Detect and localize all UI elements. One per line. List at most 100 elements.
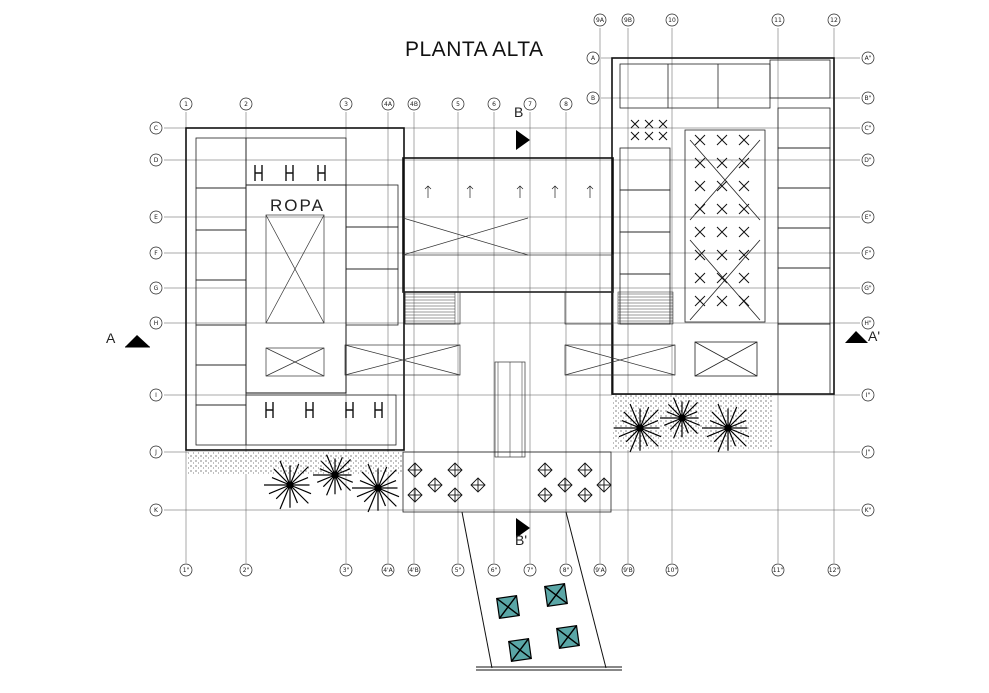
grid-label-top: 7 bbox=[528, 101, 532, 108]
grid-label-bottom: 6" bbox=[491, 567, 498, 574]
grid-label-left: A bbox=[591, 55, 596, 62]
grid-label-right: D" bbox=[864, 157, 872, 164]
grid-bubble-top bbox=[771, 13, 785, 27]
dining-table bbox=[716, 180, 728, 192]
dining-table bbox=[738, 249, 750, 261]
grid-label-top: 6 bbox=[492, 101, 496, 108]
grid-bubble-right bbox=[861, 210, 875, 224]
dining-table bbox=[694, 180, 706, 192]
grid-bubble-left bbox=[149, 503, 163, 517]
grid-label-bottom: 9'B bbox=[623, 567, 633, 574]
plaza-table bbox=[577, 462, 593, 478]
grid-bubble-bottom bbox=[771, 563, 785, 577]
grid-bubble-top bbox=[339, 97, 353, 111]
grid-bubble-left bbox=[149, 388, 163, 402]
plaza-table bbox=[407, 487, 423, 503]
section-mark-b-bottom: B' bbox=[515, 532, 528, 548]
grid-bubble-right bbox=[861, 281, 875, 295]
dining-table bbox=[716, 295, 728, 307]
grid-bubble-bottom bbox=[665, 563, 679, 577]
grid-label-top: 9A bbox=[596, 17, 605, 24]
grid-bubble-top bbox=[179, 97, 193, 111]
grid-label-left: K bbox=[154, 507, 159, 514]
dining-table bbox=[738, 134, 750, 146]
palm-trees bbox=[264, 397, 750, 513]
dining-table bbox=[694, 157, 706, 169]
dining-table bbox=[630, 119, 640, 129]
dining-table bbox=[694, 203, 706, 215]
dining-table bbox=[694, 226, 706, 238]
ropa-room bbox=[265, 214, 325, 377]
grid-bubble-top bbox=[665, 13, 679, 27]
dining-table bbox=[716, 272, 728, 284]
grid-bubble-left bbox=[149, 121, 163, 135]
grid-bubble-top bbox=[559, 97, 573, 111]
grid-bubble-bottom bbox=[621, 563, 635, 577]
grid-label-bottom: 8" bbox=[563, 567, 570, 574]
grid-bubble-left bbox=[149, 281, 163, 295]
grid-bubble-bottom bbox=[827, 563, 841, 577]
dining-table bbox=[738, 203, 750, 215]
planter-box bbox=[544, 583, 568, 607]
grid-bubble-right bbox=[861, 388, 875, 402]
dining-table bbox=[738, 226, 750, 238]
dining-table bbox=[716, 134, 728, 146]
grid-label-left: B bbox=[591, 95, 595, 102]
grid-bubble-top bbox=[451, 97, 465, 111]
grid-bubble-right bbox=[861, 246, 875, 260]
planter-box bbox=[556, 625, 580, 649]
grid-label-bottom: 5" bbox=[455, 567, 462, 574]
grid-label-top: 12 bbox=[830, 17, 838, 24]
grid-bubble-top bbox=[407, 97, 421, 111]
section-markers bbox=[125, 130, 868, 538]
grid-label-top: 9B bbox=[624, 17, 632, 24]
right-wing-rooms bbox=[619, 59, 831, 395]
grid-label-left: C bbox=[154, 125, 158, 132]
dining-table bbox=[716, 226, 728, 238]
grid-label-left: H bbox=[154, 320, 159, 327]
plaza-table bbox=[447, 487, 463, 503]
grid-label-right: A" bbox=[865, 55, 872, 62]
grid-label-bottom: 12" bbox=[829, 567, 840, 574]
grid-bubble-bottom bbox=[179, 563, 193, 577]
grid-bubble-bottom bbox=[339, 563, 353, 577]
plaza-table bbox=[537, 487, 553, 503]
plaza-table bbox=[447, 462, 463, 478]
direction-arrows bbox=[424, 185, 594, 198]
grid-bubble-top bbox=[621, 13, 635, 27]
grid-bubble-right bbox=[861, 121, 875, 135]
grid-label-right: F" bbox=[865, 250, 871, 257]
grid-bubble-right bbox=[861, 503, 875, 517]
grid-label-top: 3 bbox=[344, 101, 348, 108]
plaza-table bbox=[537, 462, 553, 478]
grid-label-bottom: 11" bbox=[773, 567, 784, 574]
plaza-table bbox=[470, 477, 486, 493]
grid-bubble-bottom bbox=[487, 563, 501, 577]
grid-label-left: E bbox=[154, 214, 158, 221]
grid-bubble-top bbox=[827, 13, 841, 27]
grid-bubble-top bbox=[487, 97, 501, 111]
grid-label-right: H" bbox=[864, 320, 872, 327]
grid-label-bottom: 3" bbox=[343, 567, 350, 574]
grid-label-left: F bbox=[154, 250, 158, 257]
grid-label-right: J" bbox=[865, 449, 871, 456]
grid-label-bottom: 7" bbox=[527, 567, 534, 574]
dining-table bbox=[738, 180, 750, 192]
page-title: PLANTA ALTA bbox=[405, 38, 544, 61]
grid-label-bottom: 10" bbox=[667, 567, 678, 574]
palm-tree bbox=[660, 397, 701, 439]
grid-bubble-left bbox=[586, 91, 600, 105]
dining-table bbox=[716, 249, 728, 261]
grid-label-top: 5 bbox=[456, 101, 460, 108]
grid-label-top: 2 bbox=[244, 101, 248, 108]
dining-table bbox=[694, 272, 706, 284]
grid-label-left: D bbox=[154, 157, 159, 164]
grid-bubble-bottom bbox=[451, 563, 465, 577]
dining-table bbox=[694, 295, 706, 307]
grid-bubble-right bbox=[861, 316, 875, 330]
grid-bubble-left bbox=[149, 153, 163, 167]
grid-bubble-top bbox=[523, 97, 537, 111]
room-label: ROPA bbox=[270, 196, 325, 215]
grid-bubble-left bbox=[149, 445, 163, 459]
